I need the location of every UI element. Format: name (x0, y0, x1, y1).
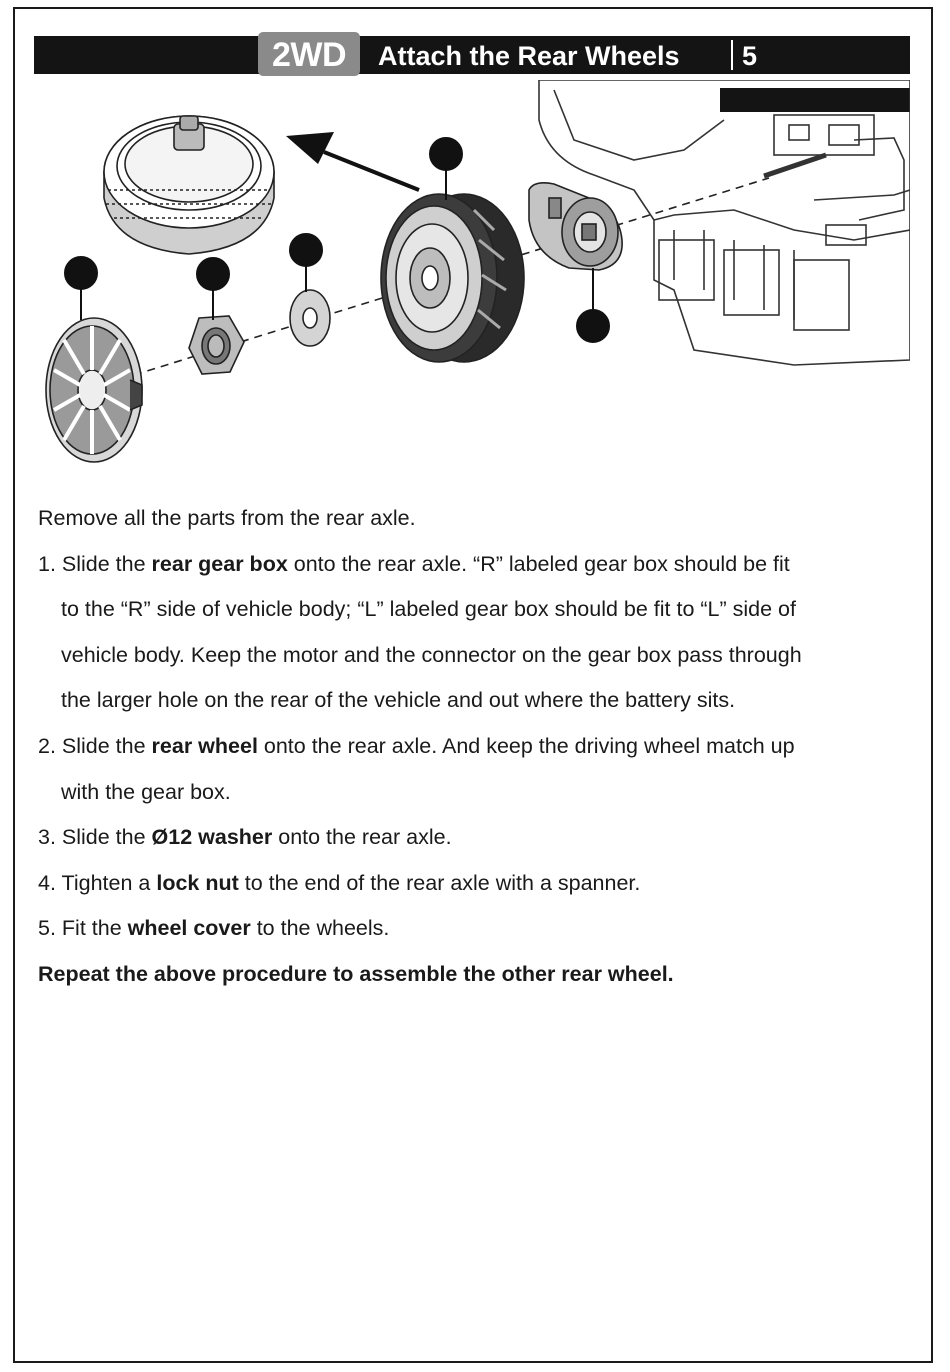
callout-bullet (65, 257, 97, 289)
callout-bullet (197, 258, 229, 290)
step-5: 5. Fit the wheel cover to the wheels. (38, 906, 908, 952)
step-1-line-4: the larger hole on the rear of the vehic… (38, 678, 908, 724)
step-1-part: rear gear box (152, 552, 288, 576)
step-5-part: wheel cover (128, 916, 251, 940)
assembly-diagram (34, 80, 910, 470)
step-5-text-a: 5. Fit the (38, 916, 128, 940)
step-2: 2. Slide the rear wheel onto the rear ax… (38, 724, 908, 770)
gear-box-icon (529, 183, 622, 270)
callout-bullet (290, 234, 322, 266)
step-1-text-b: onto the rear axle. “R” labeled gear box… (288, 552, 790, 576)
step-2-line-2: with the gear box. (38, 770, 908, 816)
repeat-note: Repeat the above procedure to assemble t… (38, 952, 908, 998)
step-4: 4. Tighten a lock nut to the end of the … (38, 861, 908, 907)
lock-nut-icon (189, 316, 244, 374)
step-3: 3. Slide the Ø12 washer onto the rear ax… (38, 815, 908, 861)
step-number: 5 (742, 36, 757, 74)
wheel-cover-icon (46, 318, 142, 462)
step-2-text-b: onto the rear axle. And keep the driving… (258, 734, 795, 758)
step-1-line-2: to the “R” side of vehicle body; “L” lab… (38, 587, 908, 633)
instructions: Remove all the parts from the rear axle.… (38, 496, 908, 998)
step-4-text-b: to the end of the rear axle with a spann… (239, 871, 641, 895)
step-5-text-b: to the wheels. (251, 916, 390, 940)
washer-icon (290, 290, 330, 346)
callout-bullet (577, 310, 609, 342)
page-title: Attach the Rear Wheels (378, 36, 680, 74)
step-1-text-a: 1. Slide the (38, 552, 152, 576)
step-2-text-a: 2. Slide the (38, 734, 152, 758)
drive-type-badge: 2WD (258, 32, 360, 76)
arrow-icon (286, 132, 419, 190)
step-4-part: lock nut (156, 871, 238, 895)
tire-assembly-icon (104, 116, 274, 254)
step-2-part: rear wheel (152, 734, 258, 758)
step-3-part: Ø12 washer (152, 825, 273, 849)
step-1-line-3: vehicle body. Keep the motor and the con… (38, 633, 908, 679)
header-divider (731, 40, 733, 70)
rear-wheel-icon (381, 194, 524, 362)
step-4-text-a: 4. Tighten a (38, 871, 156, 895)
step-3-text-a: 3. Slide the (38, 825, 152, 849)
step-1: 1. Slide the rear gear box onto the rear… (38, 542, 908, 588)
intro-text: Remove all the parts from the rear axle. (38, 496, 908, 542)
step-3-text-b: onto the rear axle. (272, 825, 451, 849)
callout-bullet (430, 138, 462, 170)
